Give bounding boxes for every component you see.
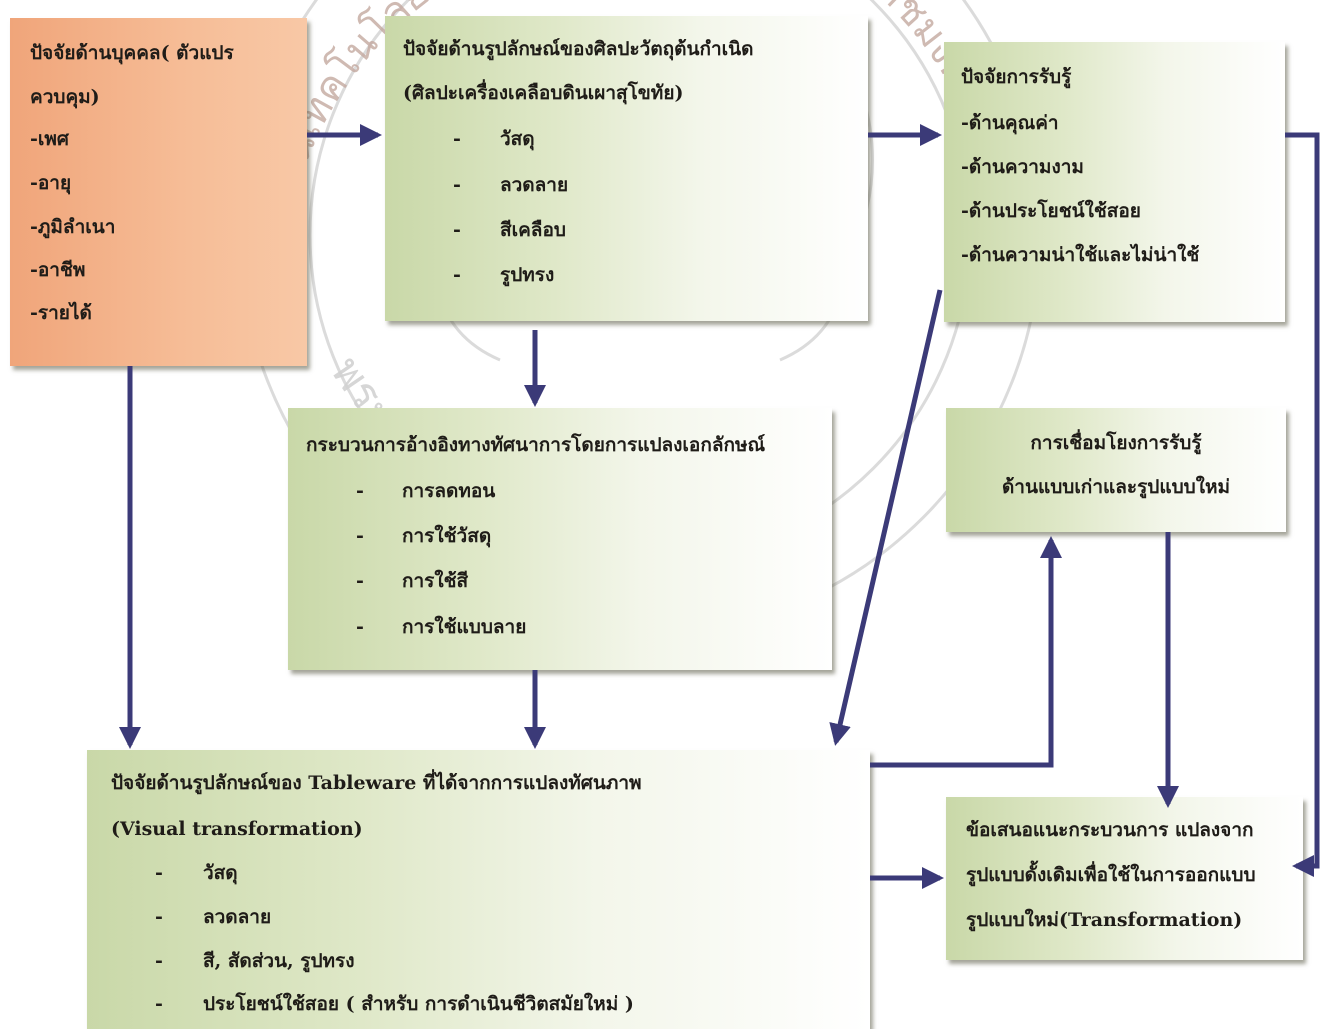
process-item-1: การลดทอน [402, 480, 496, 502]
linking-line-2: ด้านแบบเก่าและรูปแบบใหม่ [1001, 476, 1231, 498]
proposal-line-3: รูปแบบใหม่(Transformation) [966, 909, 1243, 931]
perception-line-3: -ด้านความงาม [961, 156, 1084, 178]
personal-line-1: ปัจจัยด้านบุคคล( ตัวแปร [30, 42, 234, 64]
tableware-item-1: วัสดุ [203, 862, 238, 884]
tableware-item-4: ประโยชน์ใช้สอย ( สำหรับ การดำเนินชีวิตสม… [203, 993, 634, 1015]
linking-line-1: การเชื่อมโยงการรับรู้ [1030, 432, 1202, 454]
personal-line-3: -เพศ [30, 128, 69, 150]
visual-reference-process-box: กระบวนการอ้างอิงทางทัศนาการโดยการแปลงเอก… [288, 408, 832, 670]
perception-line-1: ปัจจัยการรับรู้ [961, 66, 1072, 88]
arrow-perception-to-proposal [1285, 132, 1320, 877]
art-form-item-2: ลวดลาย [500, 174, 569, 196]
proposal-line-2: รูปแบบดั้งเดิมเพื่อใช้ในการออกแบบ [966, 864, 1256, 886]
proposal-line-1: ข้อเสนอแนะกระบวนการ แปลงจาก [966, 819, 1254, 841]
personal-line-4: -อายุ [30, 172, 72, 194]
tableware-item-3: สี, สัดส่วน, รูปทรง [203, 950, 355, 972]
art-form-factors-box: ปัจจัยด้านรูปลักษณ์ของศิลปะวัตถุต้นกำเนิ… [385, 16, 868, 321]
personal-line-7: -รายได้ [30, 302, 92, 324]
linking-perception-box: การเชื่อมโยงการรับรู้ ด้านแบบเก่าและรูปแ… [946, 408, 1286, 532]
dash-symbol: - [453, 264, 461, 286]
dash-symbol: - [453, 219, 461, 241]
arrow-perception-to-tableware [829, 289, 943, 746]
perception-line-4: -ด้านประโยชน์ใช้สอย [961, 200, 1141, 222]
personal-line-2: ควบคุม) [30, 86, 100, 108]
dash-symbol: - [453, 174, 461, 196]
dash-symbol: - [356, 480, 364, 502]
process-item-4: การใช้แบบลาย [402, 616, 527, 638]
tableware-line-2: (Visual transformation) [111, 818, 363, 840]
personal-line-6: -อาชีพ [30, 259, 86, 281]
art-form-item-4: รูปทรง [500, 264, 555, 286]
art-form-line-1: ปัจจัยด้านรูปลักษณ์ของศิลปะวัตถุต้นกำเนิ… [403, 38, 754, 60]
art-form-item-1: วัสดุ [500, 128, 535, 150]
dash-symbol: - [356, 525, 364, 547]
process-item-2: การใช้วัสดุ [402, 525, 492, 547]
tableware-line-1: ปัจจัยด้านรูปลักษณ์ของ Tableware ที่ได้จ… [111, 772, 642, 794]
dash-symbol: - [453, 128, 461, 150]
dash-symbol: - [155, 862, 163, 884]
process-title: กระบวนการอ้างอิงทางทัศนาการโดยการแปลงเอก… [306, 434, 766, 456]
art-form-line-2: (ศิลปะเครื่องเคลือบดินเผาสุโขทัย) [403, 82, 684, 104]
tableware-form-factors-box: ปัจจัยด้านรูปลักษณ์ของ Tableware ที่ได้จ… [87, 750, 870, 1029]
perception-factors-box: ปัจจัยการรับรู้ -ด้านคุณค่า -ด้านความงาม… [944, 42, 1285, 322]
dash-symbol: - [356, 570, 364, 592]
dash-symbol: - [155, 950, 163, 972]
dash-symbol: - [356, 616, 364, 638]
personal-factors-box: ปัจจัยด้านบุคคล( ตัวแปร ควบคุม) -เพศ -อา… [10, 18, 307, 366]
art-form-item-3: สีเคลือบ [500, 219, 566, 241]
transformation-proposal-box: ข้อเสนอแนะกระบวนการ แปลงจาก รูปแบบดั้งเด… [946, 797, 1303, 960]
perception-line-5: -ด้านความน่าใช้และไม่น่าใช้ [961, 244, 1200, 266]
dash-symbol: - [155, 993, 163, 1015]
dash-symbol: - [155, 906, 163, 928]
process-item-3: การใช้สี [402, 570, 469, 592]
tableware-item-2: ลวดลาย [203, 906, 272, 928]
perception-line-2: -ด้านคุณค่า [961, 112, 1059, 134]
arrow-tableware-to-linking [870, 536, 1062, 768]
personal-line-5: -ภูมิลำเนา [30, 216, 116, 238]
